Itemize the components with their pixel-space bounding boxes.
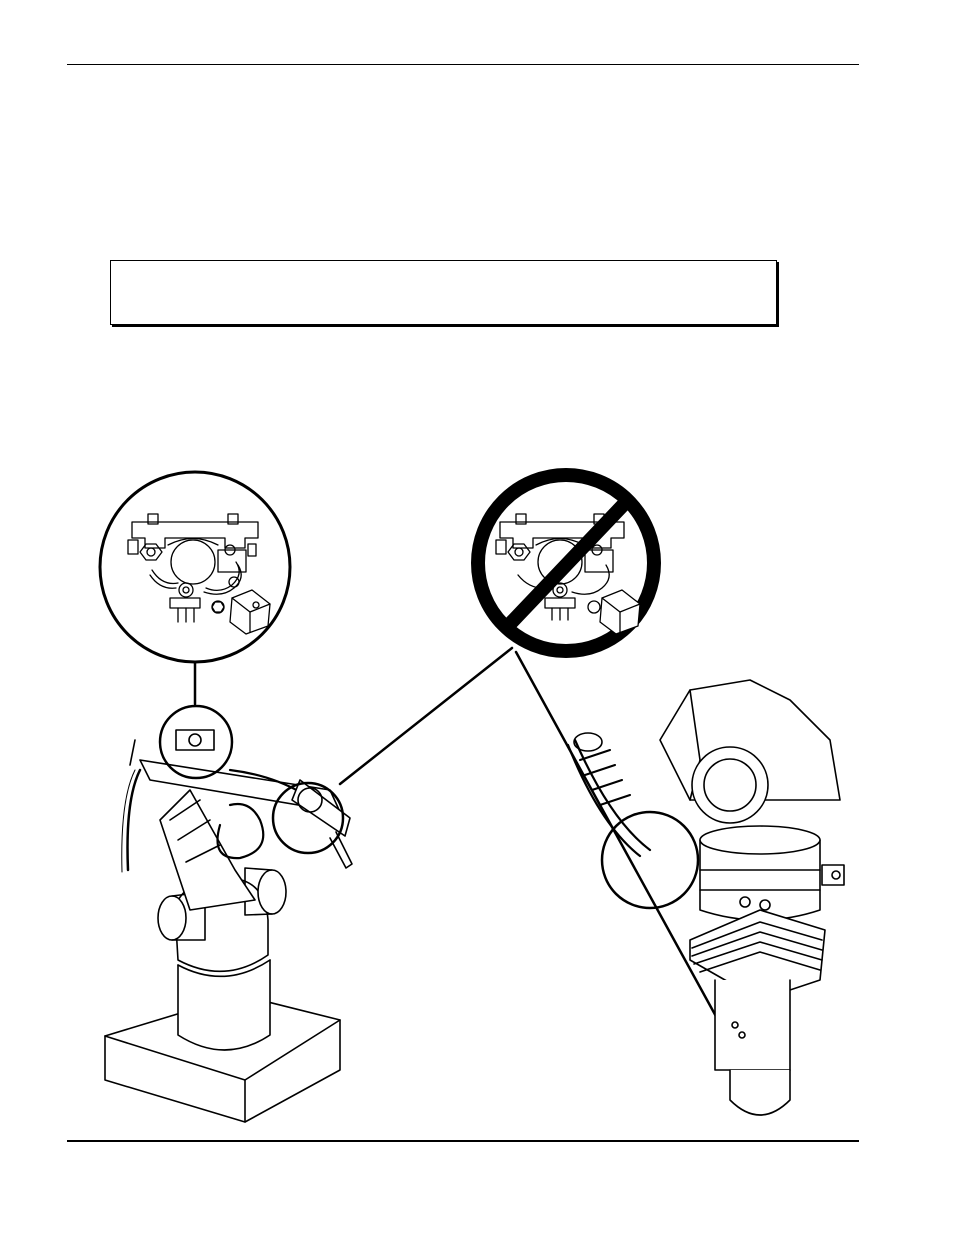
header-rule: [67, 64, 859, 65]
right-valve-inset: [471, 468, 661, 658]
prohibited-slash: [501, 495, 633, 633]
valve-assembly-icon: [495, 513, 641, 635]
valve-assembly-icon: [127, 513, 271, 635]
note-box: [110, 260, 777, 325]
footer-rule: [67, 1140, 859, 1142]
right-leader-line-b: [514, 650, 720, 1022]
robot-wrist-right: [566, 679, 845, 1116]
right-leader-line-a: [338, 646, 514, 786]
robot-installation-figure: [98, 468, 845, 1123]
left-valve-inset: [98, 470, 292, 664]
welding-robot-left: [104, 704, 353, 1123]
